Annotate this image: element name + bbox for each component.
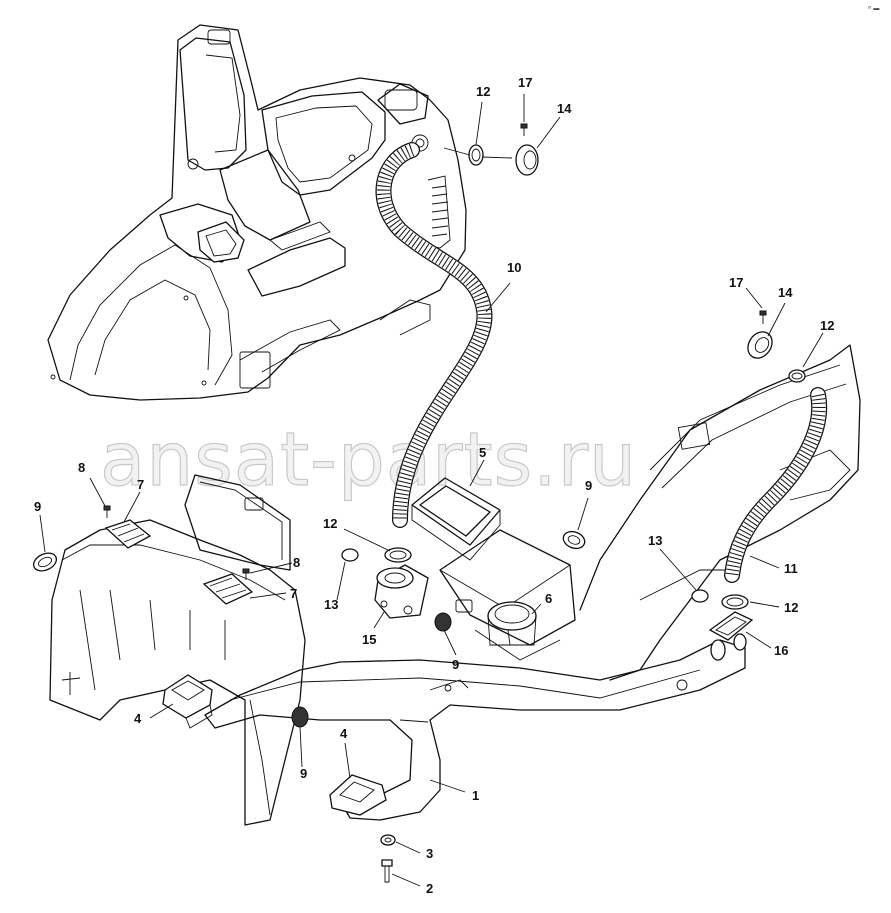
screw-8-top [103, 505, 111, 518]
callout-10: 10 [507, 260, 521, 275]
screw-17-top [520, 123, 528, 136]
outlet-connector-6 [487, 601, 537, 646]
callout-8-top: 8 [78, 460, 85, 475]
callout-labels: 1 2 3 4 4 5 6 7 7 8 8 9 9 9 9 10 11 12 1… [34, 75, 834, 896]
cap-13-right [691, 589, 709, 603]
leader-lines [39, 94, 824, 887]
vent-outlet-4-left [162, 674, 213, 729]
gasket-16 [708, 611, 754, 661]
callout-6: 6 [545, 591, 552, 606]
clamp-12-lower-right [721, 594, 749, 610]
callout-14-top: 14 [557, 101, 572, 116]
plug-9-bottom [291, 706, 309, 728]
screw-17-right [759, 310, 767, 324]
screw-8-middle [242, 568, 250, 580]
corner-mark: ᵉʳ ▬ [868, 5, 879, 12]
air-filter-5 [411, 477, 501, 561]
duct-hose-10 [375, 142, 493, 528]
watermark: ansat-parts.ru [100, 417, 637, 503]
callout-4-left: 4 [134, 711, 142, 726]
callout-14-right: 14 [778, 285, 793, 300]
bolt-2 [381, 859, 393, 883]
callout-15: 15 [362, 632, 376, 647]
callout-7-middle: 7 [290, 586, 297, 601]
callout-16: 16 [774, 643, 788, 658]
grommet-14-right [747, 331, 773, 359]
callout-9-bottom: 9 [300, 766, 307, 781]
callout-8-middle: 8 [293, 555, 300, 570]
callout-12-top: 12 [476, 84, 490, 99]
plug-9-left [32, 552, 58, 572]
grommet-14-top [515, 144, 539, 176]
vent-grille-7-top [104, 519, 152, 549]
callout-12-right: 12 [820, 318, 834, 333]
plug-9-right [562, 530, 586, 550]
callout-13-right: 13 [648, 533, 662, 548]
left-console [49, 474, 306, 826]
callout-5: 5 [479, 445, 486, 460]
clamp-12-top [443, 144, 513, 166]
clamp-12-right [788, 369, 806, 383]
plug-9-center [434, 612, 452, 632]
callout-3: 3 [426, 846, 433, 861]
callout-2: 2 [426, 881, 433, 896]
vent-grille-7-middle [202, 573, 254, 605]
blower-box-6 [439, 529, 576, 661]
callout-13-center: 13 [324, 597, 338, 612]
adapter-15 [374, 564, 429, 619]
vent-outlet-4-bottom [329, 774, 387, 816]
callout-17-right: 17 [729, 275, 743, 290]
dashboard-panel [47, 24, 467, 401]
callout-11: 11 [784, 561, 798, 576]
floor-duct-1 [204, 639, 746, 821]
clamp-12-center [384, 547, 412, 563]
callout-12-lower-right: 12 [784, 600, 798, 615]
cap-13-center [341, 548, 359, 562]
callout-9-left: 9 [34, 499, 41, 514]
callout-12-center: 12 [323, 516, 337, 531]
washer-3 [380, 834, 396, 846]
callout-9-right: 9 [585, 478, 592, 493]
callout-7-top: 7 [137, 477, 144, 492]
callout-4-bottom: 4 [340, 726, 348, 741]
callout-9-center: 9 [452, 657, 459, 672]
duct-hose-11 [724, 387, 828, 583]
callout-17-top: 17 [518, 75, 532, 90]
callout-1: 1 [472, 788, 479, 803]
